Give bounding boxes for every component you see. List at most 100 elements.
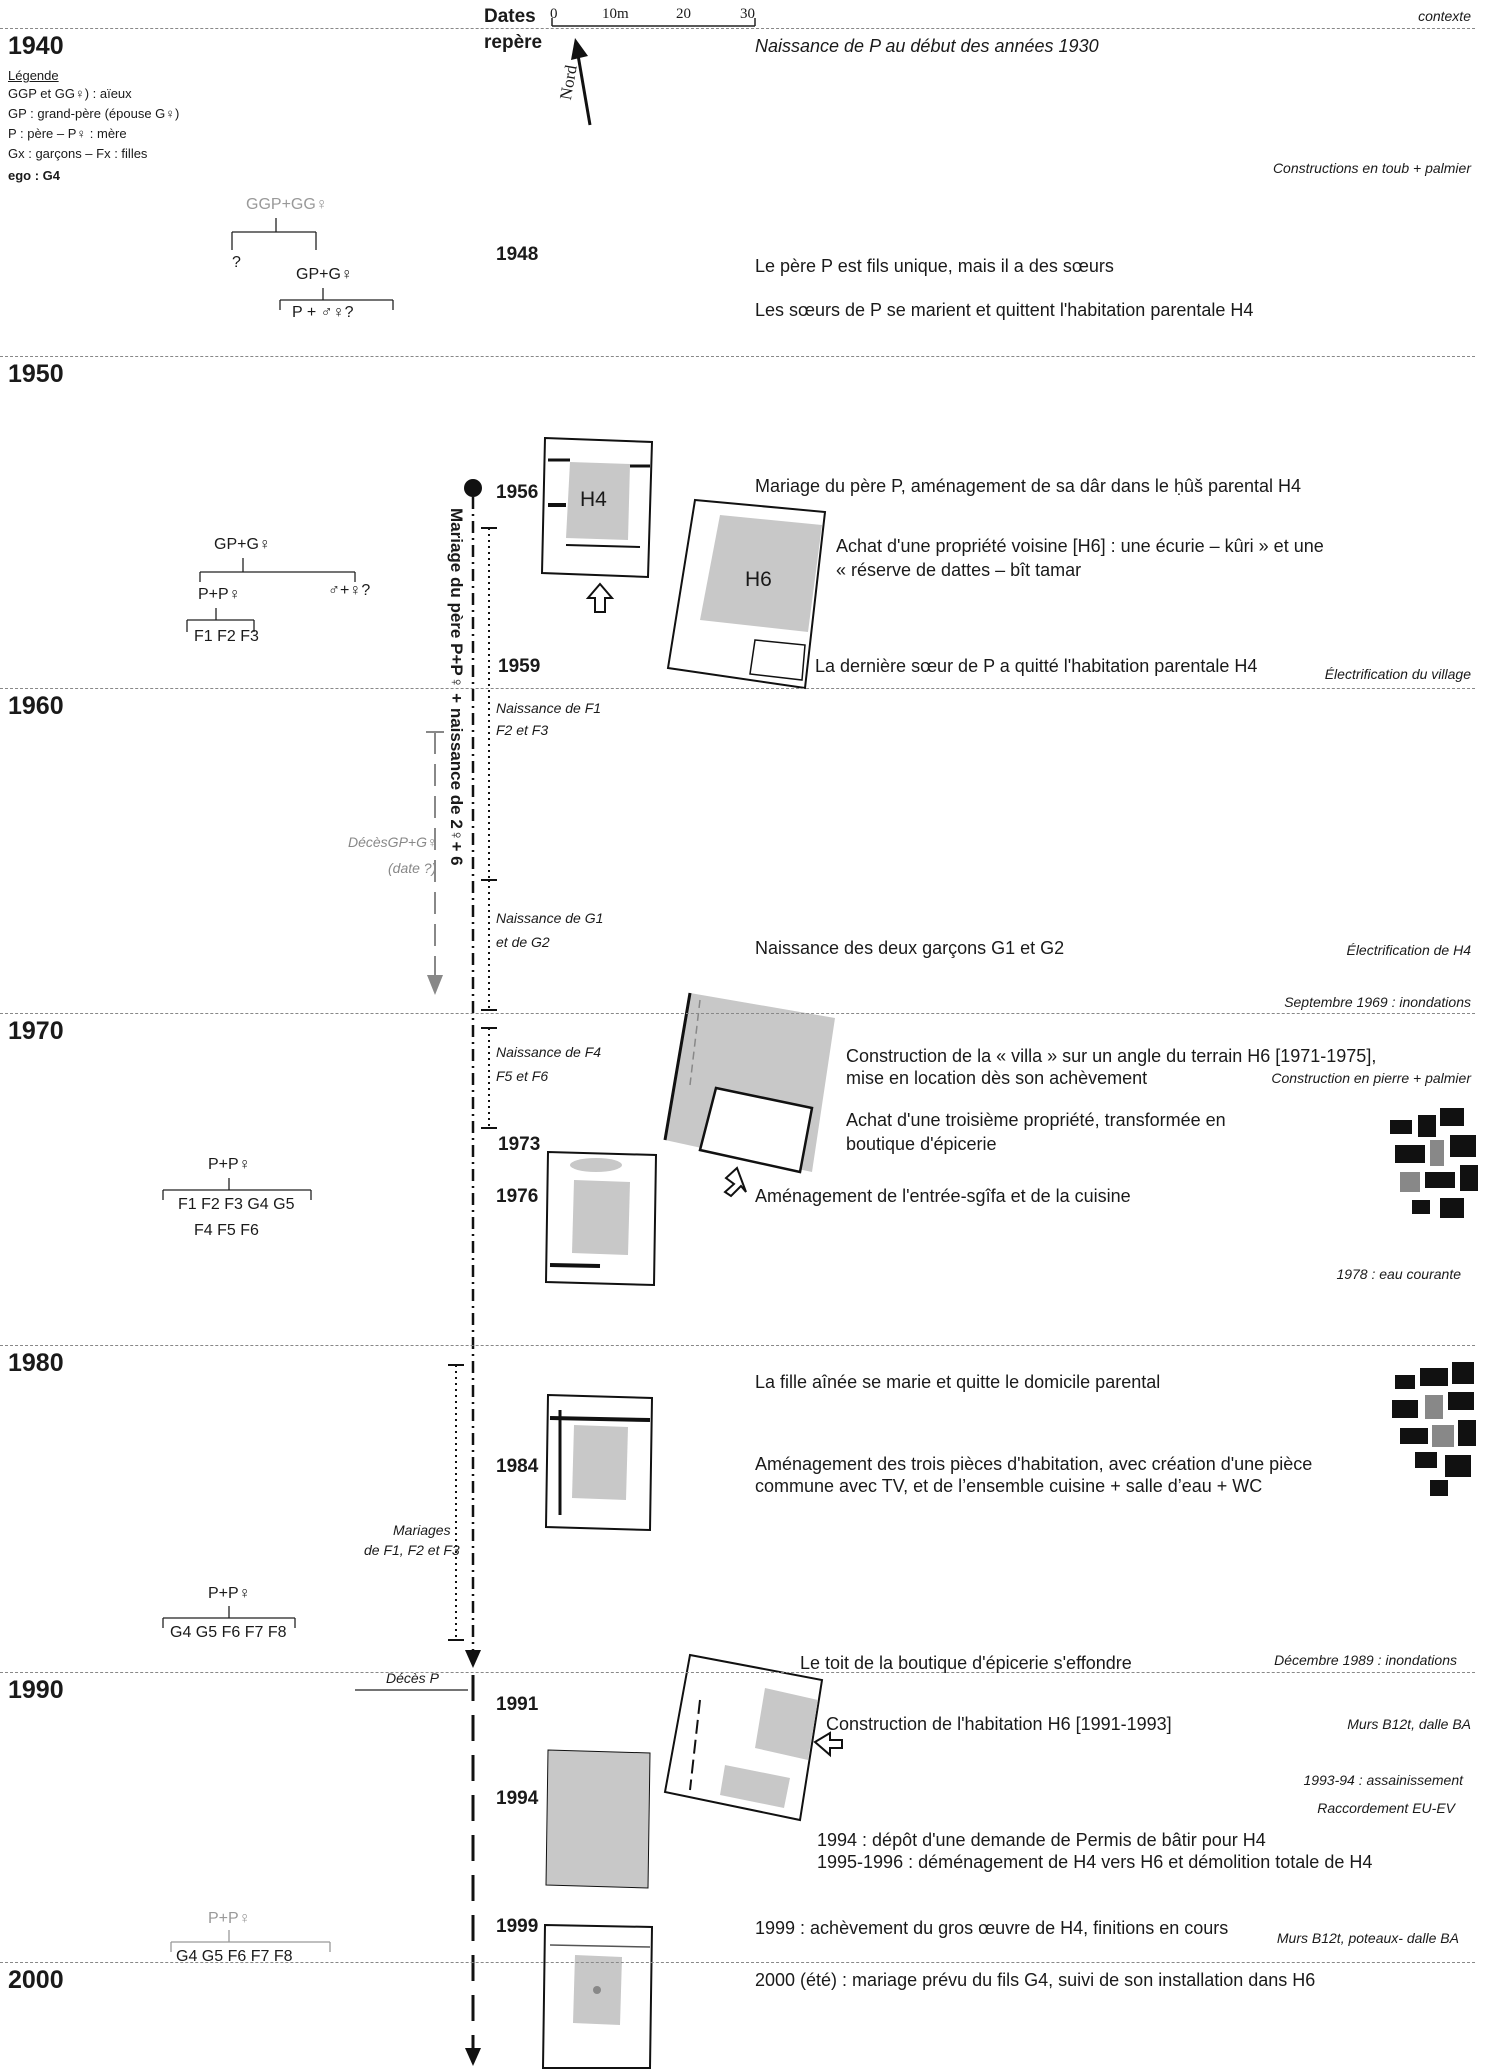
family-t2-right: ♂+♀?	[328, 582, 371, 599]
note-naissance-f5f6: F5 et F6	[496, 1068, 549, 1084]
context-electrification-h4: Électrification de H4	[1346, 942, 1471, 958]
family-t1-bottom: P + ♂♀?	[292, 304, 354, 321]
year-1984: 1984	[496, 1456, 539, 1477]
family-t3-row1: F1 F2 F3 G4 G5	[178, 1196, 295, 1213]
legend-line-2: GP : grand-père (épouse G♀)	[8, 106, 180, 121]
event-1948-b: Les sœurs de P se marient et quittent l'…	[755, 300, 1254, 320]
north-arrow-icon	[571, 38, 592, 126]
event-1956: Mariage du père P, aménagement de sa dâr…	[755, 476, 1302, 496]
event-1971-b: mise en location dès son achèvement	[846, 1068, 1148, 1088]
family-t4-top: P+P♀	[208, 1585, 251, 1602]
note-mariages-f: de F1, F2 et F3	[364, 1542, 460, 1558]
event-1959: La dernière sœur de P a quitté l'habitat…	[815, 656, 1258, 676]
plan-h6-1991	[663, 1653, 843, 1822]
note-naissance-f4: Naissance de F4	[496, 1044, 602, 1060]
family-t2-top: GP+G♀	[214, 536, 271, 553]
family-t2-left: P+P♀	[198, 586, 241, 603]
scale-label-30: 30	[740, 6, 755, 22]
scale-bar	[551, 18, 756, 27]
plan-label-h6: H6	[745, 568, 772, 591]
event-1999: 1999 : achèvement du gros œuvre de H4, f…	[755, 1918, 1229, 1938]
decade-2000: 2000	[8, 1966, 64, 1994]
event-1989: Le toit de la boutique d'épicerie s'effo…	[800, 1653, 1132, 1673]
family-t4-row: G4 G5 F6 F7 F8	[170, 1624, 287, 1641]
decade-1970: 1970	[8, 1017, 64, 1045]
note-deces-grandparents: DécèsGP+G♀	[348, 834, 438, 850]
note-deces-p: Décès P	[386, 1670, 439, 1686]
context-header: contexte	[1418, 8, 1471, 24]
family-tree-1940s	[231, 218, 394, 310]
context-electrification-village: Électrification du village	[1324, 666, 1471, 682]
event-1971-a: Construction de la « villa » sur un angl…	[846, 1046, 1377, 1066]
plan-h4-1984	[544, 1393, 654, 1532]
family-tree-1990s	[170, 1930, 331, 1952]
legend-line-1: GGP et GG♀) : aïeux	[8, 86, 132, 101]
year-1999: 1999	[496, 1916, 539, 1937]
event-1994-b: 1995-1996 : déménagement de H4 vers H6 e…	[817, 1852, 1373, 1872]
scale-label-10: 10m	[602, 6, 629, 22]
legend-line-4: Gx : garçons – Fx : filles	[8, 146, 148, 161]
decade-1960: 1960	[8, 692, 64, 720]
context-toub-palmier: Constructions en toub + palmier	[1272, 160, 1471, 176]
event-1948-a: Le père P est fils unique, mais il a des…	[755, 256, 1114, 276]
event-1984-a: Aménagement des trois pièces d'habitatio…	[755, 1454, 1313, 1474]
event-1973-a: Achat d'une troisième propriété, transfo…	[846, 1110, 1226, 1130]
family-t3-row2: F4 F5 F6	[194, 1222, 259, 1239]
dates-label: Dates	[484, 6, 536, 27]
plan-h4-1976	[544, 1150, 658, 1287]
plan-label-h4: H4	[580, 488, 607, 511]
plan-villa-1971	[663, 992, 835, 1198]
year-1994: 1994	[496, 1788, 539, 1809]
family-t1-top: GGP+GG♀	[246, 196, 328, 213]
family-t5-row: G4 G5 F6 F7 F8	[176, 1948, 293, 1965]
year-1956: 1956	[496, 482, 539, 503]
family-t1-mid: GP+G♀	[296, 266, 353, 283]
family-tree-1980s	[162, 1606, 296, 1628]
family-t2-children: F1 F2 F3	[194, 628, 259, 645]
note-mariages: Mariages	[393, 1522, 451, 1538]
entry-arrow-icon	[585, 582, 615, 613]
event-2000: 2000 (été) : mariage prévu du fils G4, s…	[755, 1970, 1316, 1990]
event-1973-b: boutique d'épicerie	[846, 1134, 997, 1154]
year-1959: 1959	[498, 656, 541, 677]
family-t1-unknown: ?	[232, 254, 241, 271]
decade-1940: 1940	[8, 32, 64, 60]
family-t5-top: P+P♀	[208, 1910, 251, 1927]
legend-line-5: ego : G4	[8, 168, 61, 183]
context-inondations-1969: Septembre 1969 : inondations	[1284, 994, 1471, 1010]
family-tree-1950s	[186, 558, 356, 632]
note-naissance-g2: et de G2	[496, 934, 550, 950]
plan-h4-1956	[540, 436, 654, 579]
event-1967: Naissance des deux garçons G1 et G2	[755, 938, 1065, 958]
death-grandparents-arrow	[426, 731, 444, 995]
village-map-1980s	[1392, 1362, 1476, 1496]
context-assainissement: 1993-94 : assainissement	[1303, 1772, 1463, 1788]
event-1940: Naissance de P au début des années 1930	[755, 36, 1099, 56]
note-naissance-g1: Naissance de G1	[496, 910, 604, 926]
decade-1980: 1980	[8, 1349, 64, 1377]
context-murs-dalle: Murs B12t, dalle BA	[1347, 1716, 1471, 1732]
village-map-1970s	[1390, 1108, 1478, 1218]
note-deces-date: (date ?)	[388, 860, 437, 876]
scale-label-20: 20	[676, 6, 691, 22]
family-tree-1970s	[162, 1178, 312, 1200]
context-raccordement: Raccordement EU-EV	[1317, 1800, 1455, 1816]
year-1976: 1976	[496, 1186, 539, 1207]
event-1956-b1: Achat d'une propriété voisine [H6] : une…	[836, 536, 1324, 556]
legend-title: Légende	[8, 68, 59, 83]
decade-1990: 1990	[8, 1676, 64, 1704]
legend-line-3: P : père – P♀ : mère	[8, 126, 127, 141]
note-naissance-f2f3: F2 et F3	[496, 722, 549, 738]
main-timeline	[464, 479, 482, 2066]
context-eau-courante: 1978 : eau courante	[1336, 1266, 1461, 1282]
event-1994-a: 1994 : dépôt d'une demande de Permis de …	[817, 1830, 1266, 1850]
plan-h4-1994	[545, 1749, 651, 1889]
year-1991: 1991	[496, 1694, 539, 1715]
context-inondations-1989: Décembre 1989 : inondations	[1274, 1652, 1457, 1668]
note-naissance-f1: Naissance de F1	[496, 700, 602, 716]
scale-label-0: 0	[550, 6, 558, 22]
repere-label: repère	[484, 32, 543, 53]
vertical-timeline-label: Mariage du père P+P♀ + naissance de 2♀+ …	[447, 508, 466, 866]
plan-h4-1999	[541, 1923, 654, 2069]
